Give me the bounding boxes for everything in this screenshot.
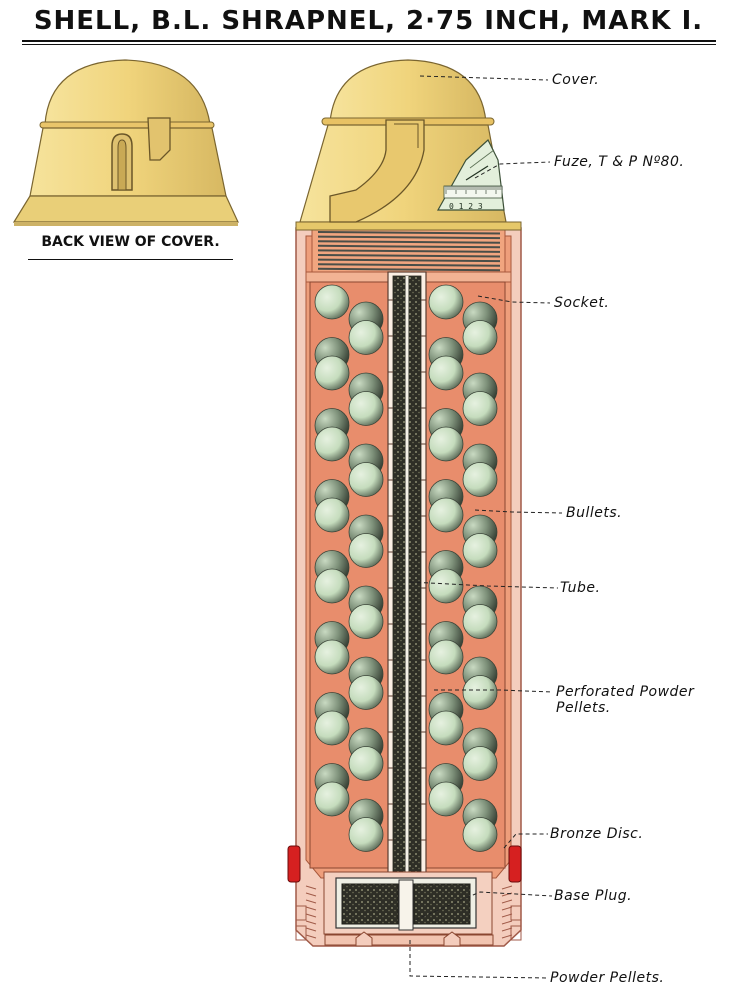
bullet	[462, 746, 498, 781]
bullet	[348, 675, 384, 710]
label-perforated-powder-line1: Perforated Powder	[556, 684, 695, 700]
bullet	[428, 710, 464, 746]
bullet	[428, 568, 464, 604]
title-underline	[22, 40, 716, 42]
cover-and-fuze: 0 1 2 3	[295, 59, 522, 231]
tube-perforations	[388, 299, 426, 841]
bullet	[462, 533, 498, 568]
label-bronze-disc: Bronze Disc.	[550, 826, 644, 842]
bullet	[314, 355, 350, 391]
bullet	[348, 391, 384, 426]
back-view-caption: BACK VIEW OF COVER.	[41, 234, 220, 250]
label-fuze: Fuze, T & P Nº80.	[554, 154, 685, 170]
bullet	[462, 462, 498, 497]
bullet	[348, 462, 384, 497]
bullet	[348, 604, 384, 639]
bullet	[314, 639, 350, 675]
label-powder-pellets: Powder Pellets.	[550, 970, 665, 986]
bullet	[462, 391, 498, 426]
bullet	[462, 320, 498, 355]
bullet	[462, 817, 498, 852]
bullet	[428, 639, 464, 675]
bullet	[314, 568, 350, 604]
bullet	[314, 497, 350, 533]
label-perforated-powder-line2: Pellets.	[556, 700, 611, 716]
leader-lines	[409, 75, 563, 979]
bullet	[462, 675, 498, 710]
bullet	[348, 817, 384, 852]
bullet	[314, 710, 350, 746]
bullet	[348, 320, 384, 355]
shell-section	[287, 227, 522, 947]
label-base-plug: Base Plug.	[554, 888, 633, 904]
bullet	[314, 426, 350, 462]
fuze-scale-digits: 0 1 2 3	[449, 202, 483, 211]
bullets-group	[314, 284, 498, 852]
caption-underline	[28, 259, 233, 260]
base-threads	[305, 885, 513, 939]
label-socket: Socket.	[554, 295, 610, 311]
title-underline-thin	[22, 44, 716, 45]
bullet	[462, 604, 498, 639]
bullet	[348, 533, 384, 568]
label-tube: Tube.	[560, 580, 601, 596]
bullet	[428, 781, 464, 817]
bullet	[428, 426, 464, 462]
bullet	[428, 355, 464, 391]
bullet	[348, 746, 384, 781]
bullet	[428, 284, 464, 320]
label-bullets: Bullets.	[566, 505, 623, 521]
socket-threads	[317, 231, 501, 272]
back-view-cover-illustration	[12, 59, 239, 226]
diagram-title: SHELL, B.L. SHRAPNEL, 2·75 INCH, MARK I.	[33, 6, 704, 36]
bullet	[314, 284, 350, 320]
label-cover: Cover.	[552, 72, 600, 88]
fuze-scale-ticks	[445, 186, 503, 194]
bullet	[428, 497, 464, 533]
bullet	[314, 781, 350, 817]
